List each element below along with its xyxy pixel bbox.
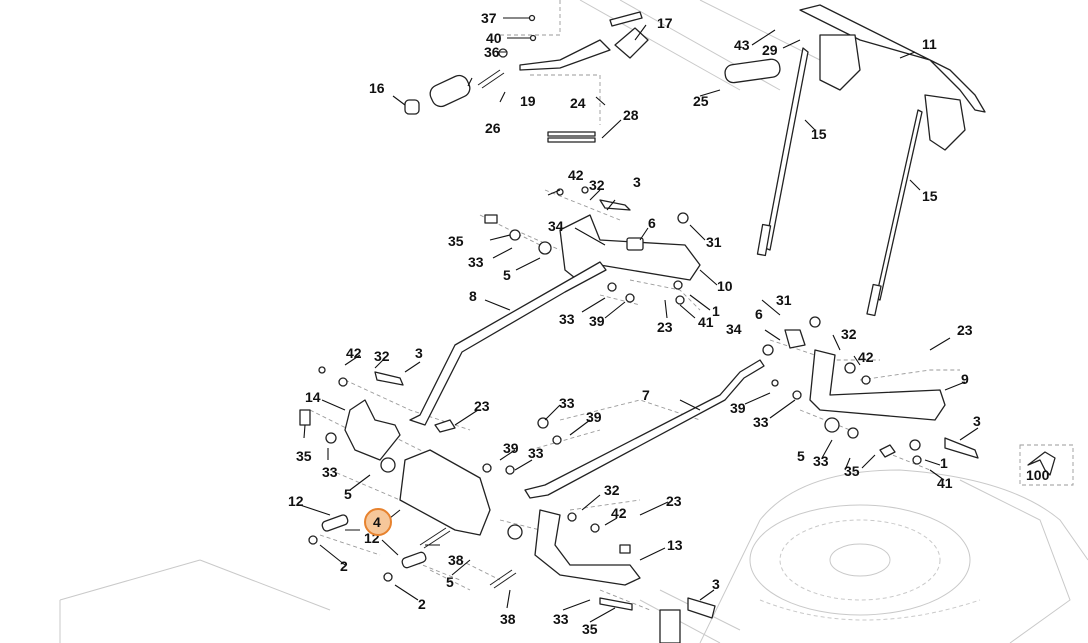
callout-33a: 33 bbox=[468, 254, 484, 270]
part-100-inset bbox=[1027, 451, 1056, 476]
callout-labels: 37 40 36 16 19 26 24 28 17 43 29 11 25 1… bbox=[288, 10, 1050, 637]
callout-8: 8 bbox=[469, 288, 477, 304]
callout-39c: 39 bbox=[503, 440, 519, 456]
callout-39d: 39 bbox=[730, 400, 746, 416]
highlighted-callout-4[interactable]: 4 bbox=[364, 508, 392, 536]
callout-6a: 6 bbox=[648, 215, 656, 231]
callout-5d: 5 bbox=[797, 448, 805, 464]
callout-100: 100 bbox=[1026, 467, 1050, 483]
callout-16: 16 bbox=[369, 80, 385, 96]
callout-32a: 32 bbox=[589, 177, 605, 193]
callout-26: 26 bbox=[485, 120, 501, 136]
cables bbox=[756, 47, 923, 317]
callout-35c: 35 bbox=[582, 621, 598, 637]
callout-28: 28 bbox=[623, 107, 639, 123]
callout-1a: 1 bbox=[712, 303, 720, 319]
callout-33g: 33 bbox=[813, 453, 829, 469]
callout-36: 36 bbox=[484, 44, 500, 60]
callout-5b: 5 bbox=[344, 486, 352, 502]
callout-17: 17 bbox=[657, 15, 673, 31]
callout-34a: 34 bbox=[548, 218, 564, 234]
callout-42b: 42 bbox=[346, 345, 362, 361]
callout-9: 9 bbox=[961, 371, 969, 387]
callout-11: 11 bbox=[922, 36, 937, 52]
callout-7: 7 bbox=[642, 387, 650, 403]
callout-23a: 23 bbox=[657, 319, 673, 335]
callout-25: 25 bbox=[693, 93, 709, 109]
callout-29: 29 bbox=[762, 42, 778, 58]
callout-33e: 33 bbox=[322, 464, 338, 480]
assembly-guide-lines bbox=[309, 0, 1074, 611]
callout-33h: 33 bbox=[553, 611, 569, 627]
callout-23d: 23 bbox=[957, 322, 973, 338]
callout-14: 14 bbox=[305, 389, 321, 405]
callout-33d: 33 bbox=[528, 445, 544, 461]
callout-4: 4 bbox=[373, 514, 381, 530]
callout-35a: 35 bbox=[448, 233, 464, 249]
callout-33c: 33 bbox=[559, 395, 575, 411]
callout-39b: 39 bbox=[586, 409, 602, 425]
callout-33b: 33 bbox=[559, 311, 575, 327]
callout-24: 24 bbox=[570, 95, 586, 111]
callout-32b: 32 bbox=[374, 348, 390, 364]
callout-3a: 3 bbox=[633, 174, 641, 190]
callout-3c: 3 bbox=[712, 576, 720, 592]
left-bracket-assembly bbox=[299, 366, 641, 586]
callout-37: 37 bbox=[481, 10, 497, 26]
handle-bar-assembly bbox=[498, 4, 986, 151]
callout-19: 19 bbox=[520, 93, 536, 109]
callout-35b: 35 bbox=[296, 448, 312, 464]
callout-2a: 2 bbox=[340, 558, 348, 574]
callout-15b: 15 bbox=[922, 188, 938, 204]
callout-35d: 35 bbox=[844, 463, 860, 479]
callout-23b: 23 bbox=[474, 398, 490, 414]
callout-5c: 5 bbox=[446, 574, 454, 590]
callout-31a: 31 bbox=[706, 234, 722, 250]
callout-42c: 42 bbox=[611, 505, 627, 521]
callout-15a: 15 bbox=[811, 126, 827, 142]
mower-deck-outline bbox=[59, 0, 1088, 643]
callout-39a: 39 bbox=[589, 313, 605, 329]
callout-40: 40 bbox=[486, 30, 502, 46]
callout-12a: 12 bbox=[288, 493, 304, 509]
callout-10: 10 bbox=[717, 278, 733, 294]
callout-3b: 3 bbox=[415, 345, 423, 361]
pins-and-fasteners bbox=[308, 514, 716, 643]
callout-33f: 33 bbox=[753, 414, 769, 430]
callout-38a: 38 bbox=[448, 552, 464, 568]
callout-31b: 31 bbox=[776, 292, 792, 308]
callout-1b: 1 bbox=[940, 455, 948, 471]
callout-23c: 23 bbox=[666, 493, 682, 509]
callout-3d: 3 bbox=[973, 413, 981, 429]
callout-41a: 41 bbox=[698, 314, 714, 330]
callout-5a: 5 bbox=[503, 267, 511, 283]
callout-32c: 32 bbox=[604, 482, 620, 498]
callout-42a: 42 bbox=[568, 167, 584, 183]
lower-lever-assembly bbox=[524, 316, 979, 499]
callout-13: 13 bbox=[667, 537, 683, 553]
callout-32d: 32 bbox=[841, 326, 857, 342]
callout-43: 43 bbox=[734, 37, 750, 53]
callout-34b: 34 bbox=[726, 321, 742, 337]
callout-42d: 42 bbox=[858, 349, 874, 365]
spring-and-grips bbox=[404, 58, 781, 143]
callout-6b: 6 bbox=[755, 306, 763, 322]
callout-38b: 38 bbox=[500, 611, 516, 627]
leader-lines bbox=[299, 17, 979, 623]
callout-2b: 2 bbox=[418, 596, 426, 612]
callout-41b: 41 bbox=[937, 475, 953, 491]
